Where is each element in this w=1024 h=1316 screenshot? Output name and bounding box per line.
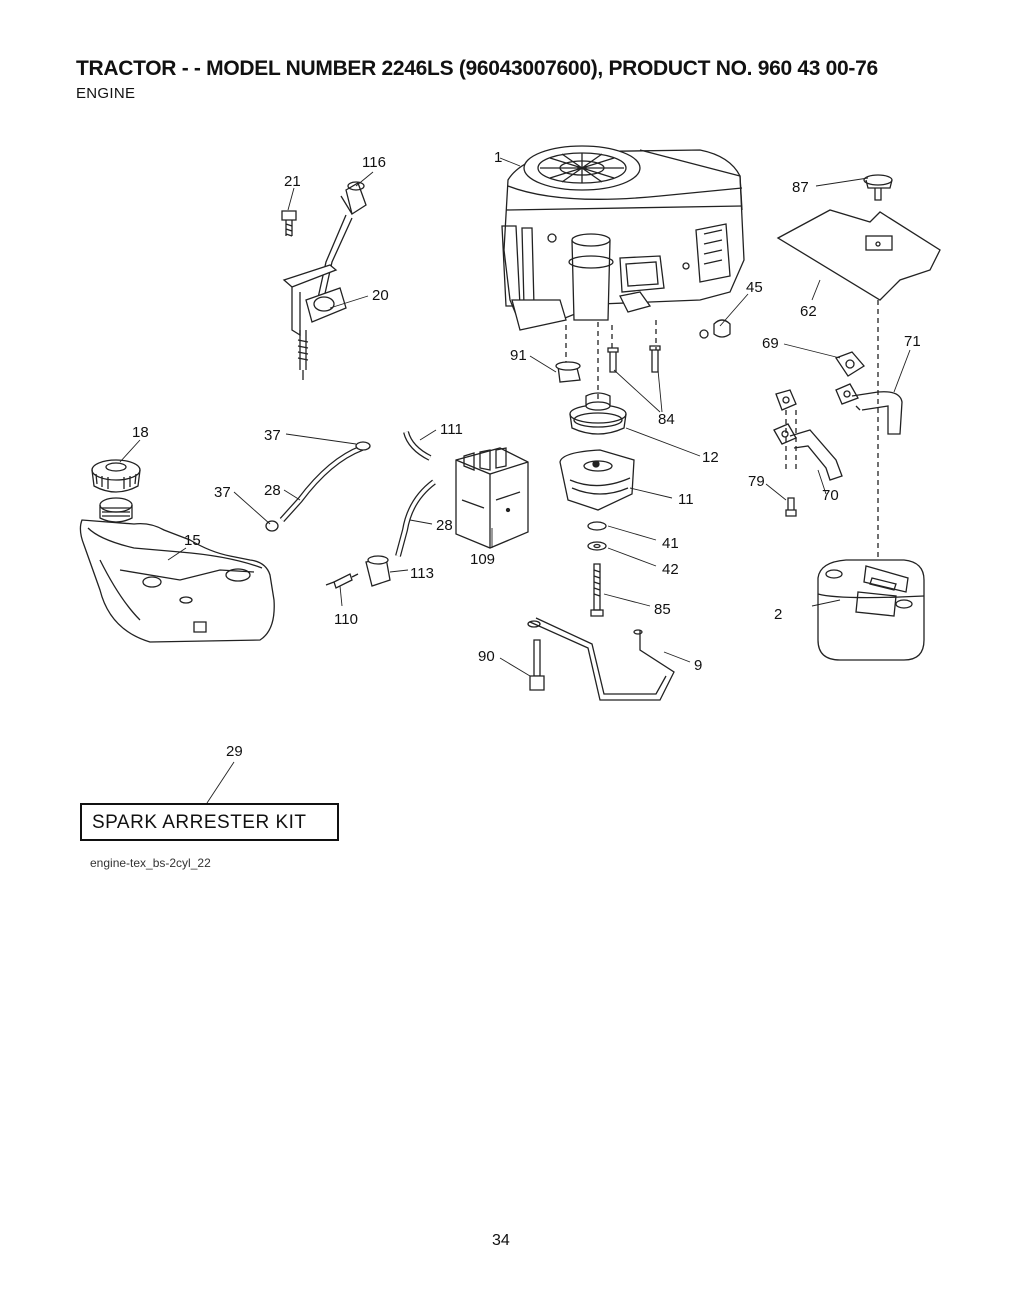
callout-15: 15 [184,532,201,549]
callout-110: 110 [334,611,358,628]
callout-29: 29 [226,743,243,760]
throttle-control-parts [281,181,367,380]
heat-shield-parts [713,174,941,600]
exhaust-parts [773,351,903,517]
callout-42: 42 [662,561,679,578]
callout-18: 18 [132,424,149,441]
callout-84: 84 [658,411,675,428]
callout-113: 113 [410,565,434,582]
canister-part [455,447,529,549]
page-title: TRACTOR - - MODEL NUMBER 2246LS (9604300… [76,57,878,80]
callout-71: 71 [904,333,921,350]
callout-28-right: 28 [436,517,453,534]
callout-20: 20 [372,287,389,304]
callout-37-bottom: 37 [214,484,231,501]
fuel-tank-parts [79,459,275,643]
callout-37-top: 37 [264,427,281,444]
callout-28-left: 28 [264,482,281,499]
callout-69: 69 [762,335,779,352]
callout-79: 79 [748,473,765,490]
clutch-stack-parts [555,320,661,617]
drawing-reference: engine-tex_bs-2cyl_22 [90,856,211,870]
callout-21: 21 [284,173,301,190]
callout-11: 11 [678,491,694,508]
callout-109: 109 [470,551,495,568]
callout-2: 2 [774,606,782,623]
callout-41: 41 [662,535,679,552]
callout-45: 45 [746,279,763,296]
leader-lines [119,157,911,804]
spark-arrester-kit-box [80,803,339,841]
fuel-line-parts [265,431,436,589]
page-number: 34 [492,1232,510,1249]
callout-12: 12 [702,449,719,466]
muffler-part [817,559,925,661]
callout-85: 85 [654,601,671,618]
callout-1: 1 [494,149,502,166]
engine-part [501,145,745,339]
bracket-parts [527,617,675,701]
callout-70: 70 [822,487,839,504]
callout-111: 111 [440,421,463,438]
callout-116: 116 [362,154,386,171]
section-subtitle: ENGINE [76,85,136,102]
spark-arrester-kit-label: SPARK ARRESTER KIT [92,812,307,833]
callout-87: 87 [792,179,809,196]
callout-91: 91 [510,347,527,364]
callout-9: 9 [694,657,702,674]
callout-numbers: 21 116 20 1 87 45 62 69 71 79 70 2 91 84… [132,149,921,760]
callout-90: 90 [478,648,495,665]
callout-62: 62 [800,303,817,320]
